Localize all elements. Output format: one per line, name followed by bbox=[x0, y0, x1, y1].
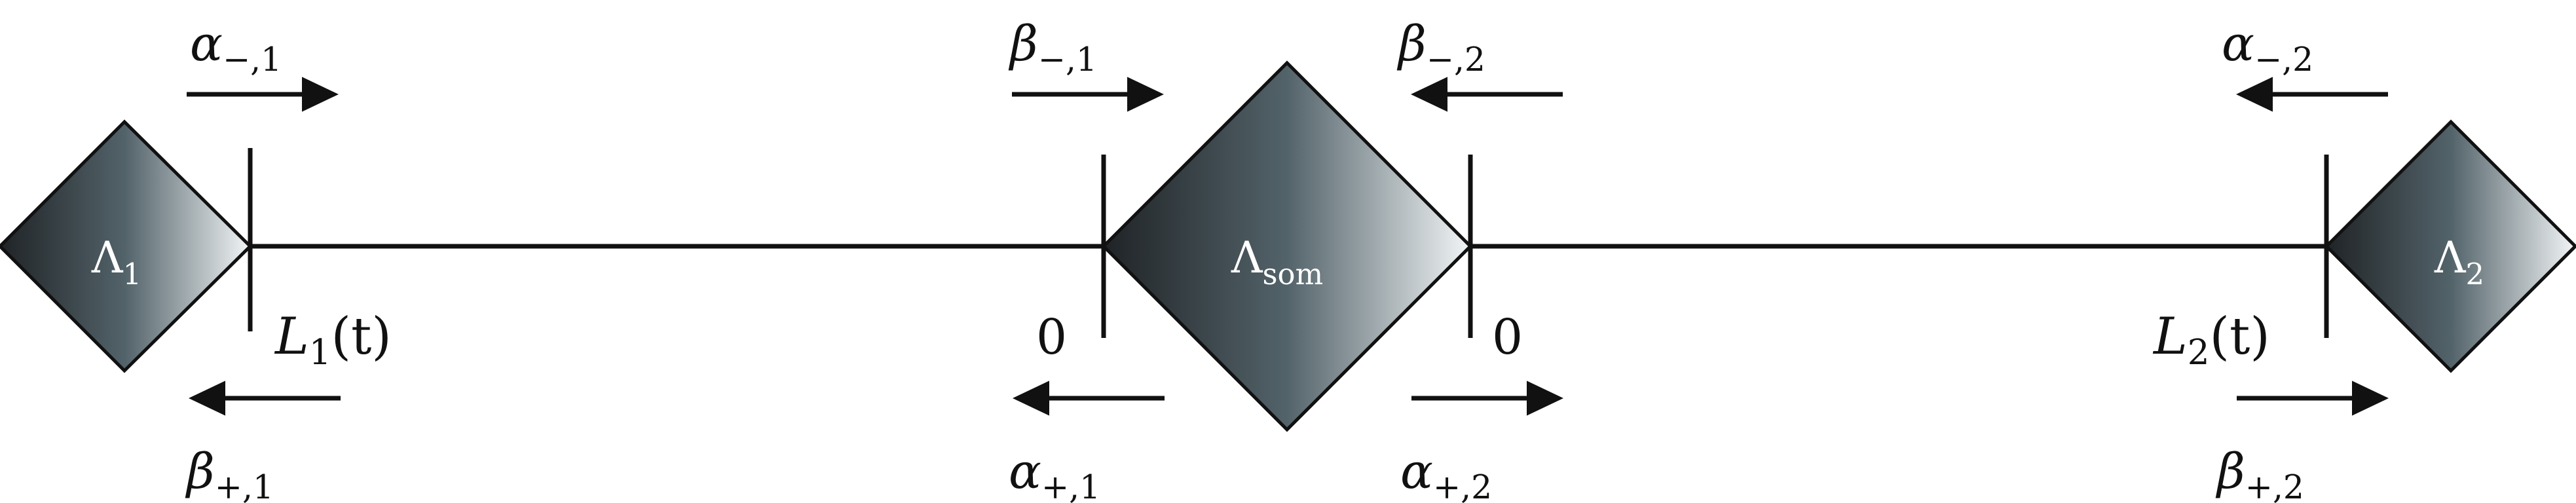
label-alpha-minus-1: α−,1 bbox=[190, 16, 282, 79]
label-alpha-plus-2: α+,2 bbox=[1400, 443, 1492, 503]
node-lambda-2-label: Λ bbox=[2434, 233, 2467, 283]
node-lambda-1: Λ1 bbox=[0, 119, 253, 373]
node-lambda-2-sub: 2 bbox=[2466, 257, 2485, 291]
node-lambda-1-sub: 1 bbox=[123, 257, 142, 291]
label-beta-minus-1: β−,1 bbox=[1008, 16, 1097, 79]
position-label-L1: L1(t) bbox=[274, 307, 392, 373]
label-beta-minus-2: β−,2 bbox=[1396, 16, 1485, 79]
label-beta-plus-1: β+,1 bbox=[185, 443, 274, 503]
node-lambda-2: Λ2 bbox=[2324, 119, 2576, 373]
label-alpha-plus-1: α+,1 bbox=[1009, 443, 1100, 503]
svg-text:Λ2: Λ2 bbox=[2434, 233, 2484, 291]
svg-text:Λsom: Λsom bbox=[1231, 233, 1323, 291]
svg-text:Λ1: Λ1 bbox=[91, 233, 141, 291]
node-lambda-som: Λsom bbox=[1101, 60, 1473, 432]
node-lambda-som-label: Λ bbox=[1231, 233, 1263, 283]
label-beta-plus-2: β+,2 bbox=[2215, 443, 2304, 503]
position-label-zero-right: 0 bbox=[1492, 309, 1523, 365]
label-alpha-minus-2: α−,2 bbox=[2222, 16, 2313, 79]
node-lambda-som-sub: som bbox=[1263, 257, 1324, 291]
position-label-L2: L2(t) bbox=[2152, 307, 2270, 373]
position-label-zero-left: 0 bbox=[1036, 309, 1067, 365]
node-lambda-1-label: Λ bbox=[91, 233, 124, 283]
